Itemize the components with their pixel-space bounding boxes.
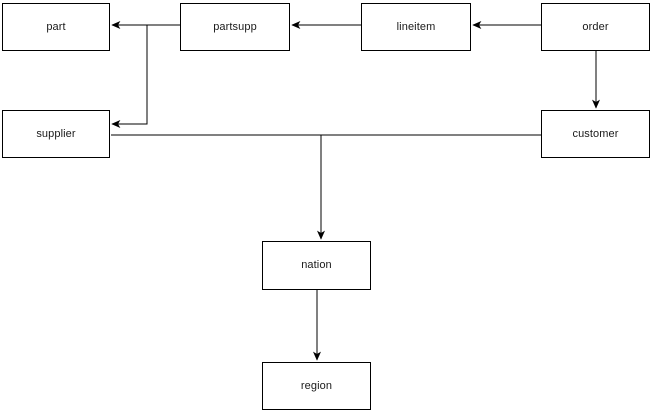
node-part[interactable]: part bbox=[2, 3, 110, 51]
node-lineitem[interactable]: lineitem bbox=[361, 3, 471, 51]
node-region[interactable]: region bbox=[262, 362, 371, 410]
node-label-part: part bbox=[46, 20, 66, 33]
node-label-supplier: supplier bbox=[36, 127, 76, 140]
node-label-customer: customer bbox=[572, 127, 619, 140]
node-nation[interactable]: nation bbox=[262, 241, 371, 290]
node-label-lineitem: lineitem bbox=[396, 20, 436, 33]
node-label-order: order bbox=[582, 20, 609, 33]
node-order[interactable]: order bbox=[541, 3, 650, 51]
edge-partsupp-to-supplier bbox=[111, 25, 148, 129]
node-label-nation: nation bbox=[301, 259, 332, 271]
node-label-partsupp: partsupp bbox=[213, 20, 257, 33]
node-customer[interactable]: customer bbox=[541, 110, 650, 158]
node-label-region: region bbox=[300, 379, 333, 392]
node-supplier[interactable]: supplier bbox=[2, 110, 110, 158]
node-partsupp[interactable]: partsupp bbox=[180, 3, 290, 51]
